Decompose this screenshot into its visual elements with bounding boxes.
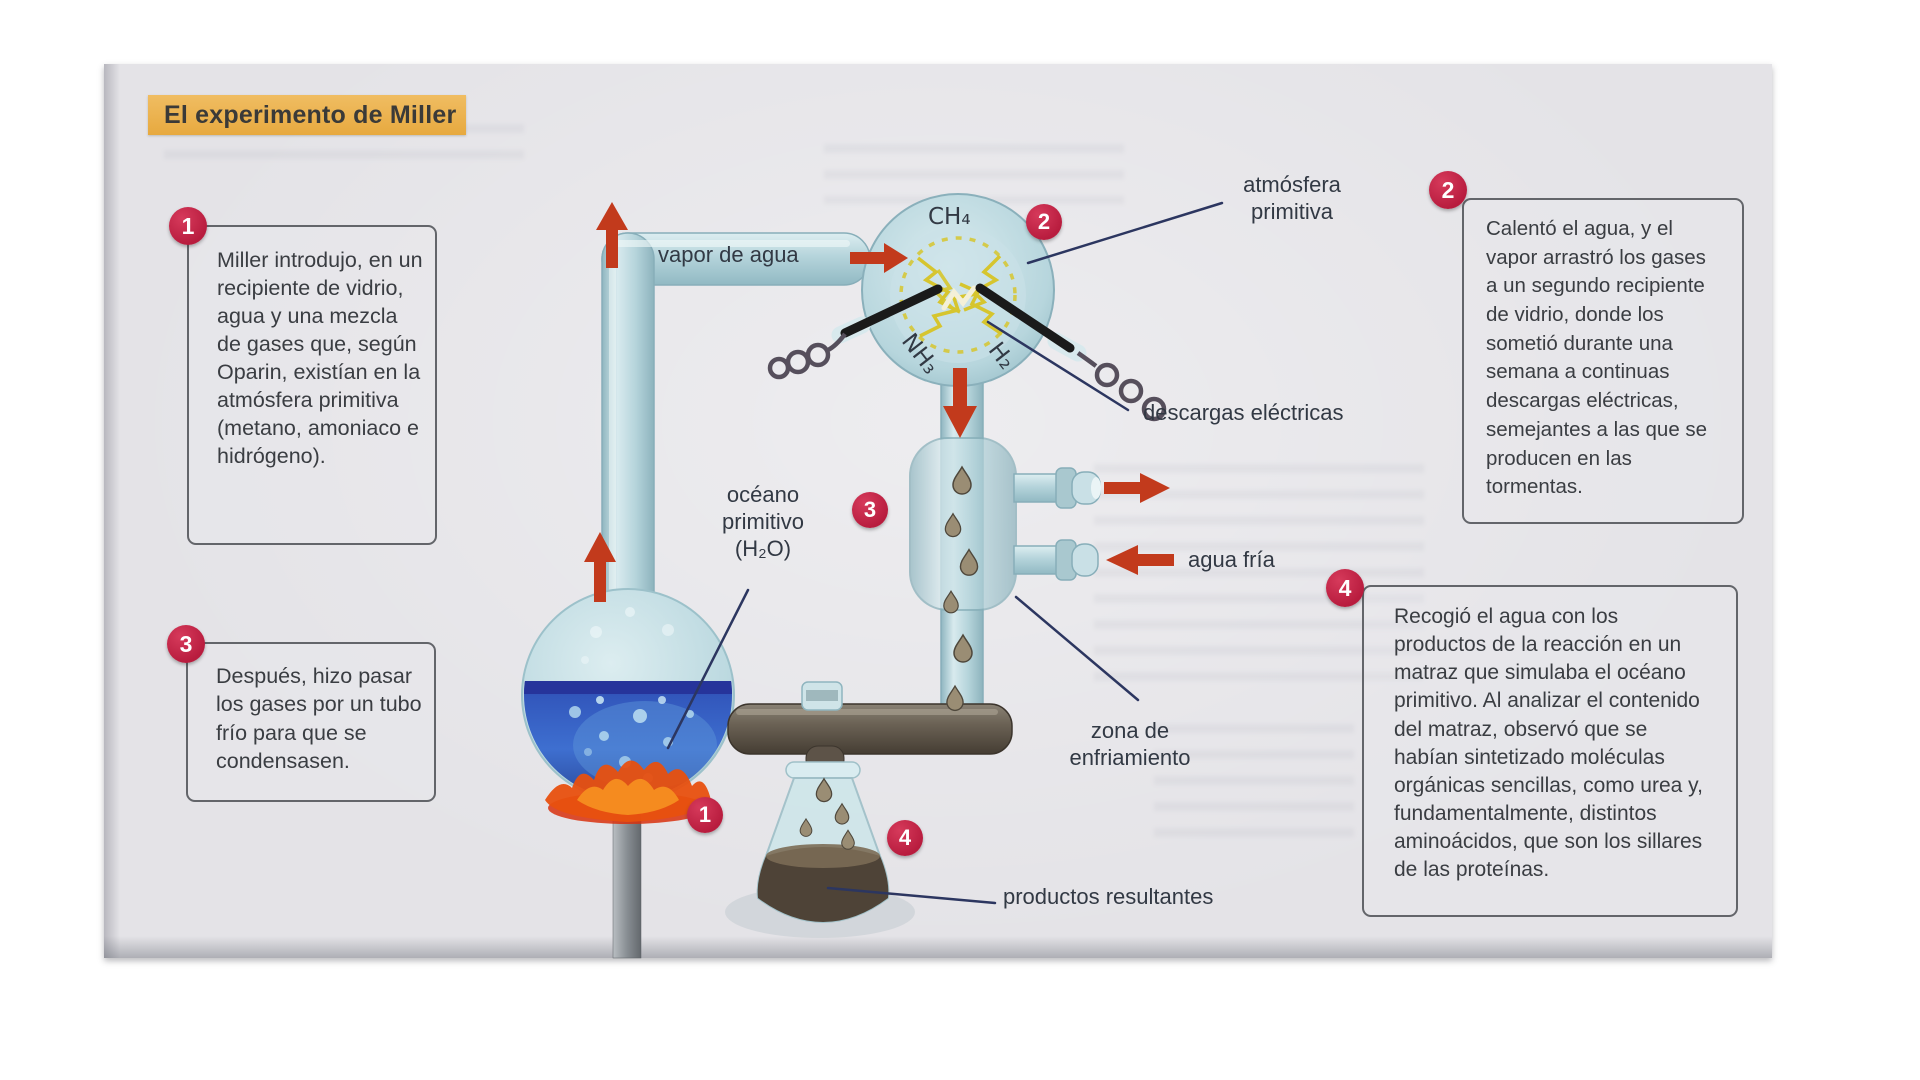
- glass-speckle: [662, 624, 674, 636]
- step-box-2: Calentó el agua, y el vapor arrastró los…: [1462, 198, 1744, 524]
- step-2-badge: 2: [1429, 171, 1467, 209]
- glass-speckle: [625, 607, 635, 617]
- step-box-1: Miller introdujo, en un recipiente de vi…: [187, 225, 437, 545]
- glass-speckle: [590, 626, 602, 638]
- flow-arrows: [584, 202, 1174, 602]
- step-1-badge: 1: [169, 207, 207, 245]
- page-bleedthrough: [1094, 464, 1424, 694]
- step-4-text: Recogió el agua con los productos de la …: [1394, 605, 1703, 882]
- page-bleedthrough: [1154, 724, 1354, 844]
- label-descargas-electricas: descargas eléctricas: [1143, 400, 1344, 425]
- title-banner: El experimento de Miller: [148, 95, 466, 135]
- page-bleedthrough: [824, 144, 1124, 204]
- label-vapor-de-agua: vapor de agua: [658, 242, 799, 267]
- step-3-text: Después, hizo pasar los gases por un tub…: [216, 664, 422, 774]
- label-atmosfera-primitiva: atmósfera primitiva: [1243, 172, 1341, 224]
- step-4-badge: 4: [1326, 569, 1364, 607]
- flow-arrow-up-top: [596, 202, 628, 268]
- leader-descargas: [986, 320, 1130, 412]
- flow-arrow-steam-right: [850, 243, 908, 273]
- transfer-tube: [727, 703, 1013, 755]
- nozzle-opening: [1091, 477, 1101, 499]
- leader-oceano: [666, 588, 750, 750]
- label-productos-resultantes: productos resultantes: [1003, 884, 1214, 909]
- flow-arrow-water-out: [1104, 473, 1170, 503]
- step-box-4: Recogió el agua con los productos de la …: [1362, 585, 1738, 917]
- step-box-3: Después, hizo pasar los gases por un tub…: [186, 642, 436, 802]
- step-2-text: Calentó el agua, y el vapor arrastró los…: [1486, 217, 1708, 499]
- flame-inner: [577, 778, 679, 815]
- matraz-rim: [785, 761, 861, 779]
- leader-zona: [1014, 595, 1140, 702]
- spark-core: [941, 285, 977, 311]
- leader-atmosfera: [1026, 201, 1224, 265]
- flow-arrow-water-in: [1106, 545, 1174, 575]
- wire-coil-left: [767, 332, 847, 380]
- leader-productos: [826, 886, 997, 905]
- diagram-marker-3: 3: [852, 492, 888, 528]
- flow-arrow-up-neck: [584, 532, 616, 602]
- page-title: El experimento de Miller: [164, 100, 457, 129]
- electrode-left: [840, 284, 943, 338]
- glass-speckle: [581, 656, 589, 664]
- diagram-marker-4: 4: [887, 820, 923, 856]
- wire-coil-right: [1076, 351, 1167, 422]
- glass-joint-band: [806, 690, 838, 701]
- label-ch4: CH₄: [928, 204, 971, 230]
- flow-arrow-down-condenser: [943, 368, 977, 438]
- step-1-text: Miller introdujo, en un recipiente de vi…: [217, 248, 423, 468]
- tube-highlight: [609, 255, 616, 595]
- label-zona-enfriamiento: zona de enfriamiento: [1069, 718, 1191, 770]
- condenser-jacket: [909, 437, 1017, 611]
- electrode-right: [975, 283, 1075, 353]
- transfer-tube-highlight: [736, 709, 998, 715]
- diagram-marker-2: 2: [1026, 204, 1062, 240]
- diagram-marker-1: 1: [687, 797, 723, 833]
- matraz-liquid-surface: [766, 844, 880, 868]
- step-3-badge: 3: [167, 625, 205, 663]
- leader-lines: [666, 201, 1224, 905]
- cooling-inlet-nozzle: [1071, 543, 1099, 577]
- tube-highlight: [614, 240, 850, 247]
- label-agua-fria: agua fría: [1188, 547, 1275, 572]
- stand-rod: [612, 803, 642, 959]
- label-oceano-primitivo: océano primitivo (H₂O): [722, 482, 804, 561]
